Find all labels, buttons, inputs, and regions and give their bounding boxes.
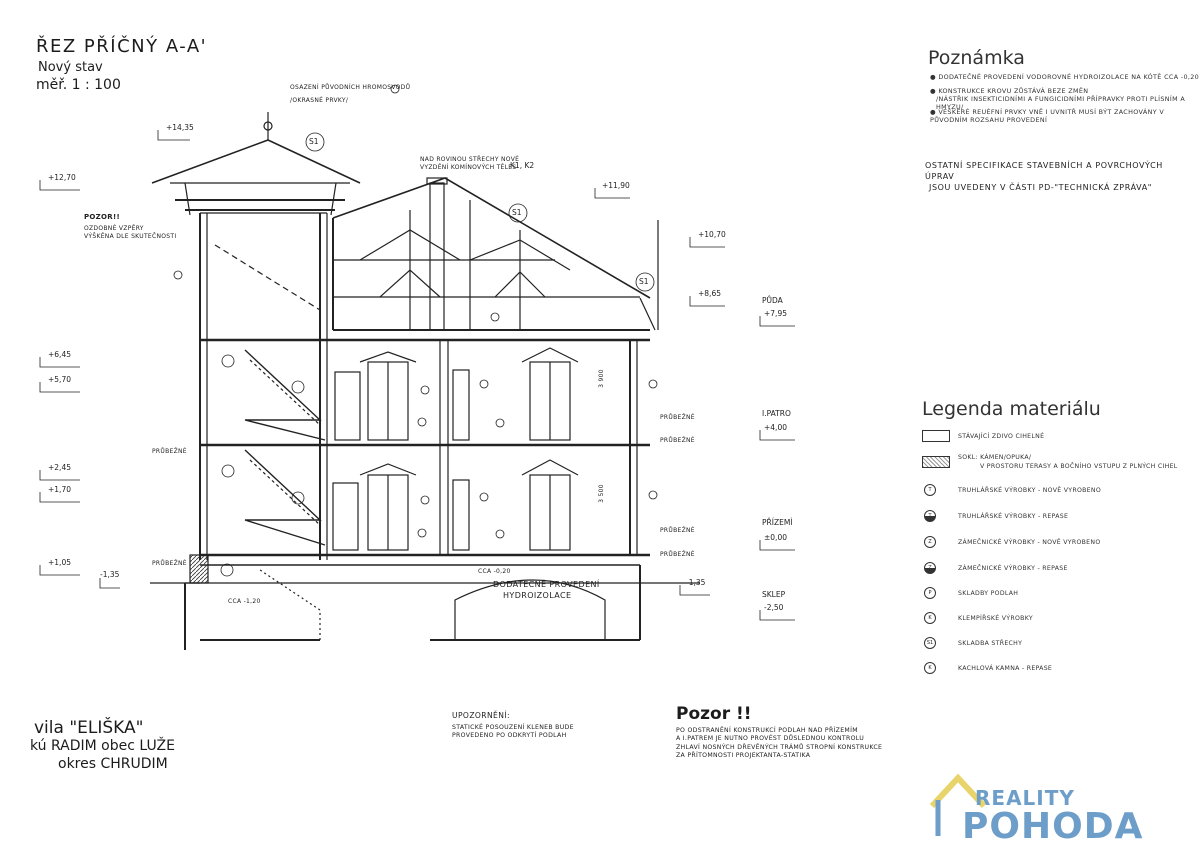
legend-label-tinsmith: KLEMPÍŘSKÉ VÝROBKY <box>958 615 1033 622</box>
level-right-2: +10,70 <box>698 230 726 239</box>
note-item-2: ● KONSTRUKCE KROVU ZŮSTÁVÁ BEZE ZMĚN <box>930 87 1089 95</box>
through-label-6: PRŮBEŽNÉ <box>660 551 695 558</box>
villa-name: vila "ELIŠKA" <box>34 718 144 738</box>
note-item-1: ● DODATEČNÉ PROVEDENÍ VODOROVNÉ HYDROIZO… <box>930 73 1200 81</box>
pozor-text: PO ODSTRANĚNÍ KONSTRUKCÍ PODLAH NAD PŘÍZ… <box>676 727 906 761</box>
pozor-heading: Pozor !! <box>676 704 752 724</box>
roof-tag-2: S1 <box>512 208 522 217</box>
level-right-5: +4,00 <box>764 423 787 432</box>
logo-pohoda: POHODA <box>962 806 1144 847</box>
floor-label-basement: SKLEP <box>762 590 786 599</box>
legend-label-roof: SKLADBA STŘECHY <box>958 640 1023 647</box>
logo-reality: REALITY <box>975 786 1075 810</box>
warning-text: STATICKÉ POSOUZENÍ KLENEB BUDE PROVEDENO… <box>452 724 574 740</box>
legend-label-stove: KACHLOVÁ KAMNA - REPASE <box>958 665 1053 672</box>
floor-label-ground: PŘÍZEMÍ <box>762 518 793 527</box>
villa-district: okres CHRUDIM <box>58 756 168 772</box>
tag-circles <box>173 84 658 577</box>
legend-symbol-roof: S1 <box>924 637 936 649</box>
warning-heading: UPOZORNĚNÍ: <box>452 711 510 720</box>
note-heading: Poznámka <box>928 47 1025 69</box>
legend-label-t-repair: TRUHLÁŘSKÉ VÝROBKY - REPASE <box>958 513 1069 520</box>
pozor-line-4: ZA PŘÍTOMNOSTI PROJEKTANTA-STATIKA <box>676 752 811 760</box>
roof-tag-1: S1 <box>309 137 319 146</box>
legend-symbol-stove: K <box>924 662 936 674</box>
through-label-3: PRŮBEŽNÉ <box>660 414 695 421</box>
level-left-7: +1,05 <box>48 558 71 567</box>
legend-brick-swatch <box>922 430 950 442</box>
lightning-note-1: OSAZENÍ PŮVODNÍCH HROMOSVODŮ <box>290 84 411 91</box>
level-right-3: +8,65 <box>698 289 721 298</box>
level-left-1: +14,35 <box>166 123 194 132</box>
spec-line-2: JSOU UVEDENY v části PD-"TECHNICKÁ ZPRÁV… <box>929 183 1153 192</box>
hydro-level: cca -0,20 <box>478 568 511 575</box>
floor-label-attic: PŮDA <box>762 296 783 305</box>
level-left-3: +6,45 <box>48 350 71 359</box>
through-label-2: PRŮBEŽNÉ <box>152 560 187 567</box>
note-item-4: ● VEŠKERÉ REUÉFNÍ PRVKY VNĚ I UVNITŘ MUS… <box>930 108 1165 124</box>
left-warning-1: POZOR!! <box>84 213 120 221</box>
legend-label-z-repair: ZÁMEČNICKÉ VÝROBKY - REPASE <box>958 565 1068 572</box>
hydro-label-2: HYDROIZOLACE <box>503 591 572 600</box>
legend-symbol-t-new: T <box>924 484 936 496</box>
villa-location: kú RADIM obec LUŽE <box>30 738 175 754</box>
logo-roof-icon <box>929 773 987 836</box>
level-right-1: +11,90 <box>602 181 630 190</box>
drawing-scale: měř. 1 : 100 <box>36 77 121 93</box>
legend-label-z-new: ZÁMEČNICKÉ VÝROBKY - NOVĚ VYROBENO <box>958 539 1101 546</box>
through-label-5: PRŮBEŽNÉ <box>660 527 695 534</box>
level-left-6: +1,70 <box>48 485 71 494</box>
level-right-7: -1,35 <box>686 578 706 587</box>
level-left-2: +12,70 <box>48 173 76 182</box>
level-markers <box>39 130 795 621</box>
chimney-note-1: NAD ROVINOU STŘECHY NOVÉ <box>420 156 520 163</box>
drawing-subtitle: Nový stav <box>38 60 103 75</box>
warning-line-1: STATICKÉ POSOUZENÍ KLENEB BUDE <box>452 724 574 731</box>
left-warning-3: VÝŠKĚNA DLE SKUTEČNOSTI <box>84 233 177 240</box>
pozor-line-1: PO ODSTRANĚNÍ KONSTRUKCÍ PODLAH NAD PŘÍZ… <box>676 727 858 734</box>
legend-symbol-t-repair: T <box>924 510 936 522</box>
level-right-8: -2,50 <box>764 603 784 612</box>
level-right-4: +7,95 <box>764 309 787 318</box>
note-item-3: /NÁSTŘIK INSEKTICIDNÍMI A FUNGICIDNÍMI P… <box>936 95 1186 111</box>
floor-label-first: I.PATRO <box>762 409 791 418</box>
legend-label-floor: SKLADBY PODLAH <box>958 590 1019 597</box>
chimney-tag: K1, K2 <box>510 161 535 170</box>
through-label-1: PRŮBEŽNÉ <box>152 448 187 455</box>
roof-tag-3: S1 <box>639 277 649 286</box>
main-roof <box>332 177 659 331</box>
spec-note: OSTATNÍ SPECIFIKACE STAVEBNÍCH A POVRCHO… <box>925 160 1185 193</box>
legend-label-stone-2: V PROSTORU TERASY A BOČNÍHO VSTUPU Z PLN… <box>980 463 1178 470</box>
legend-symbol-z-new: Z <box>924 536 936 548</box>
building-floors <box>150 338 700 650</box>
basement-level: cca -1,20 <box>228 598 261 605</box>
level-left-8: -1,35 <box>100 570 120 579</box>
legend-stone-swatch <box>922 456 950 468</box>
legend-label-brick: STÁVAJÍCÍ ZDIVO CIHELNÉ <box>958 433 1045 440</box>
legend-symbol-z-repair: Z <box>924 562 936 574</box>
legend-symbol-floor: P <box>924 587 936 599</box>
pozor-line-2: A I.PATREM JE NUTNO PROVÉST DŮSLEDNOU KO… <box>676 735 865 743</box>
lightning-note-2: /OKRASNÉ PRVKY/ <box>290 97 349 104</box>
warning-line-2: PROVEDENO PO ODKRYTÍ PODLAH <box>452 732 567 739</box>
tower <box>151 112 361 560</box>
legend-symbol-tinsmith: K <box>924 612 936 624</box>
dim-lower: 3 500 <box>597 484 605 503</box>
drawing-title: ŘEZ PŘÍČNÝ A-A' <box>36 36 208 57</box>
through-label-4: PRŮBEŽNÉ <box>660 437 695 444</box>
level-left-4: +5,70 <box>48 375 71 384</box>
hydro-label-1: DODATEČNÉ PROVEDENÍ <box>493 580 600 589</box>
dim-upper: 3 900 <box>597 369 605 388</box>
legend-heading: Legenda materiálu <box>922 398 1101 420</box>
level-left-5: +2,45 <box>48 463 71 472</box>
legend-label-t-new: TRUHLÁŘSKÉ VÝROBKY - NOVĚ VYROBENO <box>958 487 1101 494</box>
chimney-note-2: VYZDĚNÍ KOMÍNOVÝCH TĚLES <box>420 164 517 171</box>
legend-label-stone: SOKL: KÁMEN/OPUKA/ <box>958 454 1032 461</box>
level-right-6: ±0,00 <box>764 533 787 542</box>
left-warning-2: OZDOBNÉ VZPĚRY <box>84 225 144 232</box>
pozor-line-3: ZHLAVÍ NOSNÝCH DŘEVĚNÝCH TRÁMŮ STROPNÍ K… <box>676 743 883 751</box>
spec-line-1: OSTATNÍ SPECIFIKACE STAVEBNÍCH A POVRCHO… <box>925 161 1163 181</box>
